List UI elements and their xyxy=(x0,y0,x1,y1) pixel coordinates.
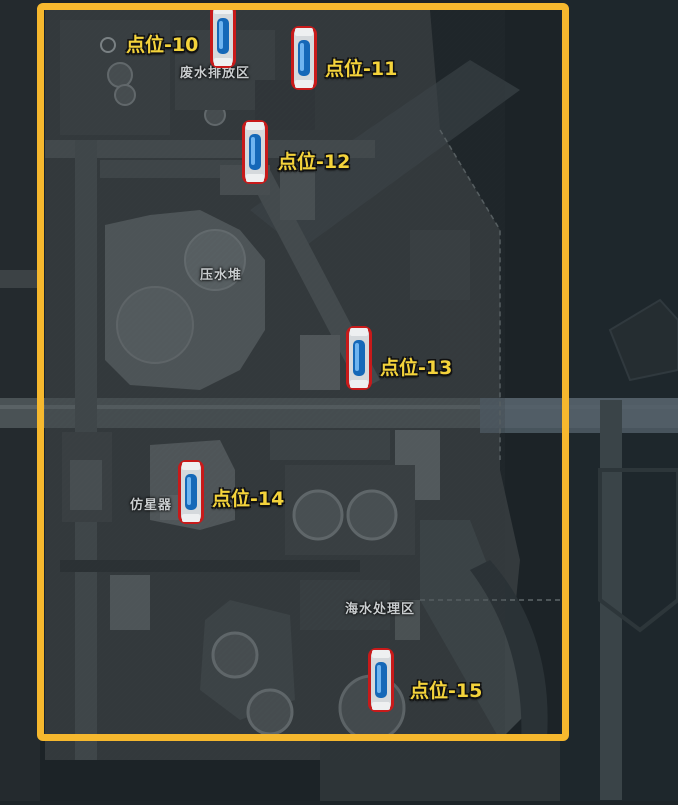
point-12-marker[interactable] xyxy=(240,118,270,186)
point-15-marker[interactable] xyxy=(366,646,396,714)
capsule-icon xyxy=(210,4,236,68)
capsule-icon xyxy=(178,460,204,524)
capsule-icon xyxy=(291,26,317,90)
zone-label-wastewater: 废水排放区 xyxy=(180,66,251,81)
zone-label-simulator: 仿星器 xyxy=(130,498,173,513)
capsule-icon xyxy=(242,120,268,184)
zone-label-seawater: 海水处理区 xyxy=(345,602,416,617)
point-10-label: 点位-10 xyxy=(126,34,199,56)
point-13-label: 点位-13 xyxy=(380,357,453,379)
point-11-label: 点位-11 xyxy=(325,58,398,80)
point-12-label: 点位-12 xyxy=(278,151,351,173)
capsule-icon xyxy=(346,326,372,390)
point-15-label: 点位-15 xyxy=(410,680,483,702)
point-14-label: 点位-14 xyxy=(212,488,285,510)
point-10-marker[interactable] xyxy=(208,2,238,70)
zone-label-reactor: 压水堆 xyxy=(200,268,243,283)
point-13-marker[interactable] xyxy=(344,324,374,392)
point-11-marker[interactable] xyxy=(289,24,319,92)
capsule-icon xyxy=(368,648,394,712)
point-14-marker[interactable] xyxy=(176,458,206,526)
